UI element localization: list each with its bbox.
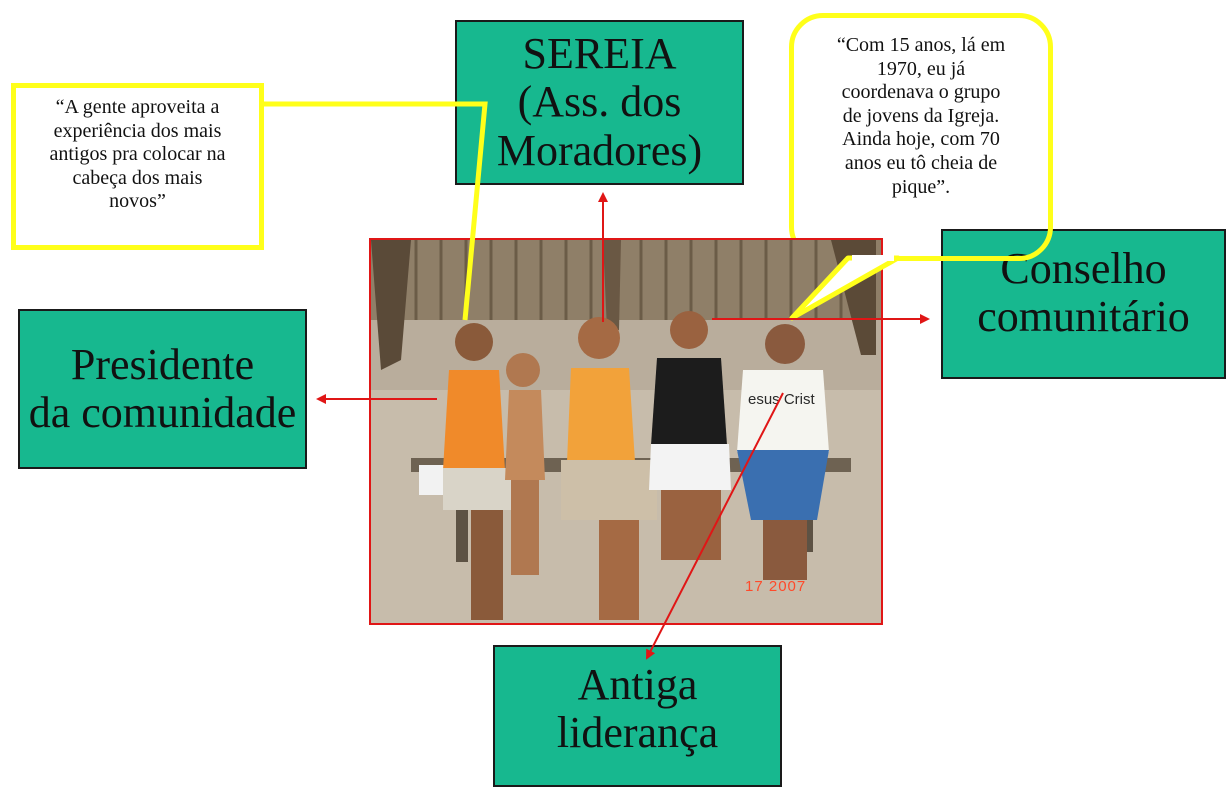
photo-person-2-head: [506, 353, 540, 387]
photo-person-5-skirt: [737, 450, 829, 520]
quote-right-line-2: 1970, eu já: [876, 57, 966, 80]
photo-person-3-legs: [599, 520, 639, 620]
quote-right-line-7: pique”.: [891, 175, 951, 198]
photo-person-5-shirt: [737, 370, 829, 452]
photo-date-stamp: 17 2007: [745, 578, 807, 595]
photo-person-4-skirt: [649, 444, 731, 490]
label-antiga-line-2: liderança: [556, 708, 719, 758]
photo-person-3-shirt: [567, 368, 635, 462]
photo-person-2-body: [505, 390, 545, 480]
quote-right-line-6: anos eu tô cheia de: [844, 151, 998, 174]
quote-left-line-2: experiência dos mais: [53, 119, 222, 142]
label-antiga-lideranca: Antiga liderança: [493, 645, 782, 787]
quote-right-line-5: Ainda hoje, com 70: [842, 128, 1000, 151]
label-presidente: Presidente da comunidade: [18, 309, 307, 469]
quote-left-line-4: cabeça dos mais: [72, 166, 203, 189]
photo-person-4-head: [670, 311, 708, 349]
label-presidente-line-2: da comunidade: [28, 388, 297, 437]
label-sereia-line-1: SEREIA: [522, 28, 677, 78]
photo-shirt-text: esus Crist: [748, 391, 816, 408]
photo-person-1-head: [455, 323, 493, 361]
photo-person-4-shirt: [651, 358, 727, 445]
photo-fence: [371, 240, 881, 320]
photo-person-1-shorts: [443, 468, 511, 510]
label-sereia: SEREIA (Ass. dos Moradores): [455, 20, 744, 185]
community-photo: esus Crist 17 2007: [369, 238, 883, 625]
quote-left-callout: “A gente aproveita a experiência dos mai…: [11, 83, 264, 250]
label-sereia-line-2: (Ass. dos: [517, 77, 682, 127]
photo-person-3-shorts: [561, 460, 657, 520]
photo-person-2-legs: [511, 480, 539, 575]
label-presidente-line-1: Presidente: [70, 339, 255, 389]
label-sereia-line-3: Moradores): [496, 125, 703, 175]
community-photo-illustration: esus Crist: [371, 240, 881, 623]
quote-right-line-3: coordenava o grupo: [841, 81, 1001, 104]
photo-person-4-legs: [661, 490, 721, 560]
label-conselho-line-2: comunitário: [977, 292, 1190, 342]
photo-person-1-legs: [471, 510, 503, 620]
photo-person-1-shirt: [443, 370, 505, 470]
photo-person-5-legs: [763, 520, 807, 580]
quote-left-line-1: “A gente aproveita a: [55, 96, 220, 118]
quote-left-line-3: antigos pra colocar na: [49, 143, 226, 166]
quote-right-bubble: “Com 15 anos, lá em 1970, eu já coordena…: [789, 13, 1053, 261]
label-antiga-line-1: Antiga: [577, 660, 698, 709]
photo-person-5-head: [765, 324, 805, 364]
quote-right-line-4: de jovens da Igreja.: [842, 104, 1000, 127]
quote-left-line-5: novos”: [109, 190, 166, 213]
photo-person-3-head: [578, 317, 620, 359]
photo-tree-center: [603, 240, 621, 330]
quote-right-line-1: “Com 15 anos, lá em: [836, 34, 1006, 56]
